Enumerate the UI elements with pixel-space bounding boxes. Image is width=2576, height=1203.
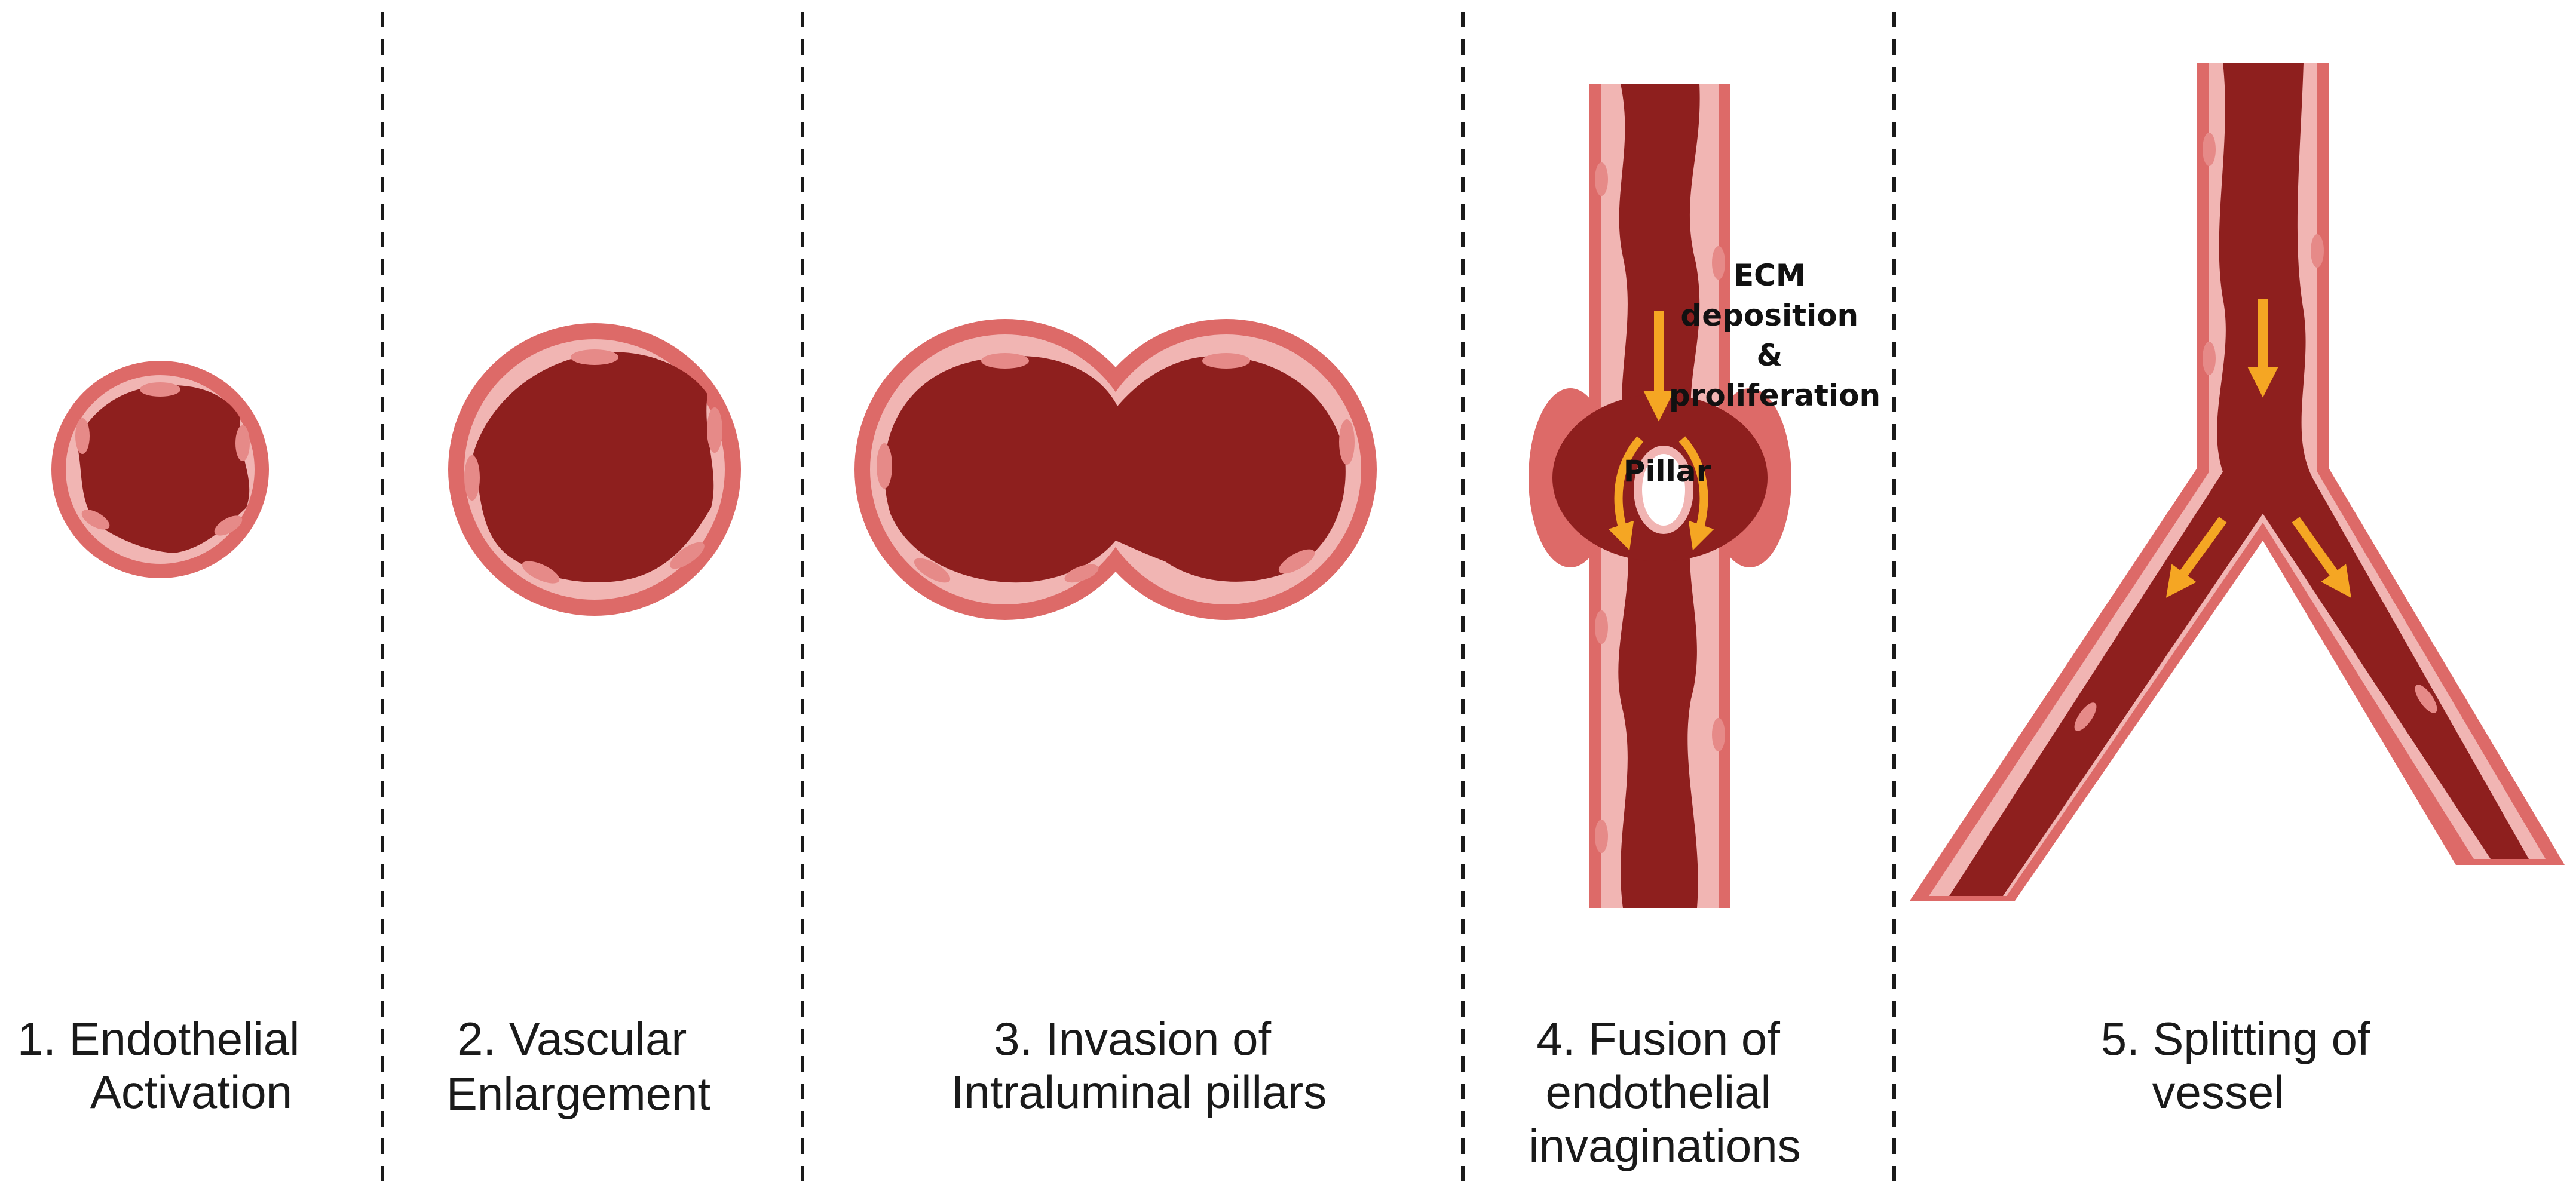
stage-4-caption-line: endothelial [1546,1066,1771,1118]
stage-2-caption-line: 2. Vascular [457,1012,687,1065]
stage-1-caption: 1. Endothelial Activation [17,1012,313,1118]
stage-3-caption: 3. Invasion of Intraluminal pillars [951,1012,1327,1118]
stage-1-caption-line: 1. Endothelial [17,1012,300,1065]
stage-4-caption-line: invaginations [1529,1119,1800,1172]
stage-5-caption: 5. Splitting of vessel [2101,1012,2384,1118]
ecm-annotation: ECM deposition & proliferation [1669,258,1880,413]
stage-3-vessel-invasion [854,319,1377,620]
stage-3-caption-line: Intraluminal pillars [951,1066,1327,1118]
downward-arrow-icon [2165,517,2227,598]
stage-3-caption-line: 3. Invasion of [994,1012,1271,1065]
stage-1-vessel-cross-section [51,361,269,578]
stage-5-caption-line: vessel [2152,1066,2284,1118]
downward-arrow-icon [2292,517,2351,598]
stage-4-vessel-with-pillar: ECM deposition & proliferation Pillar [1529,84,1880,908]
stage-4-caption: 4. Fusion of endothelial invaginations [1529,1012,1800,1172]
ecm-annotation-line: & [1756,338,1782,373]
curved-arrow-icon [1608,436,1644,551]
pillar-hole [1642,454,1685,526]
stage-2-vessel-cross-section [448,323,741,616]
ecm-annotation-line: deposition [1680,298,1858,333]
stage-1-caption-line: Activation [90,1066,292,1118]
ecm-annotation-line: proliferation [1669,378,1880,413]
stage-4-caption-line: 4. Fusion of [1536,1012,1780,1065]
stage-2-caption-line: Enlargement [446,1067,711,1120]
stage-2-caption: 2. Vascular Enlargement [446,1012,711,1120]
stage-5-splitting-vessel [1910,63,2565,901]
curved-arrow-icon [1678,436,1714,551]
stage-5-caption-line: 5. Splitting of [2101,1012,2370,1065]
ecm-annotation-line: ECM [1733,258,1806,293]
pillar-label: Pillar [1624,454,1711,489]
